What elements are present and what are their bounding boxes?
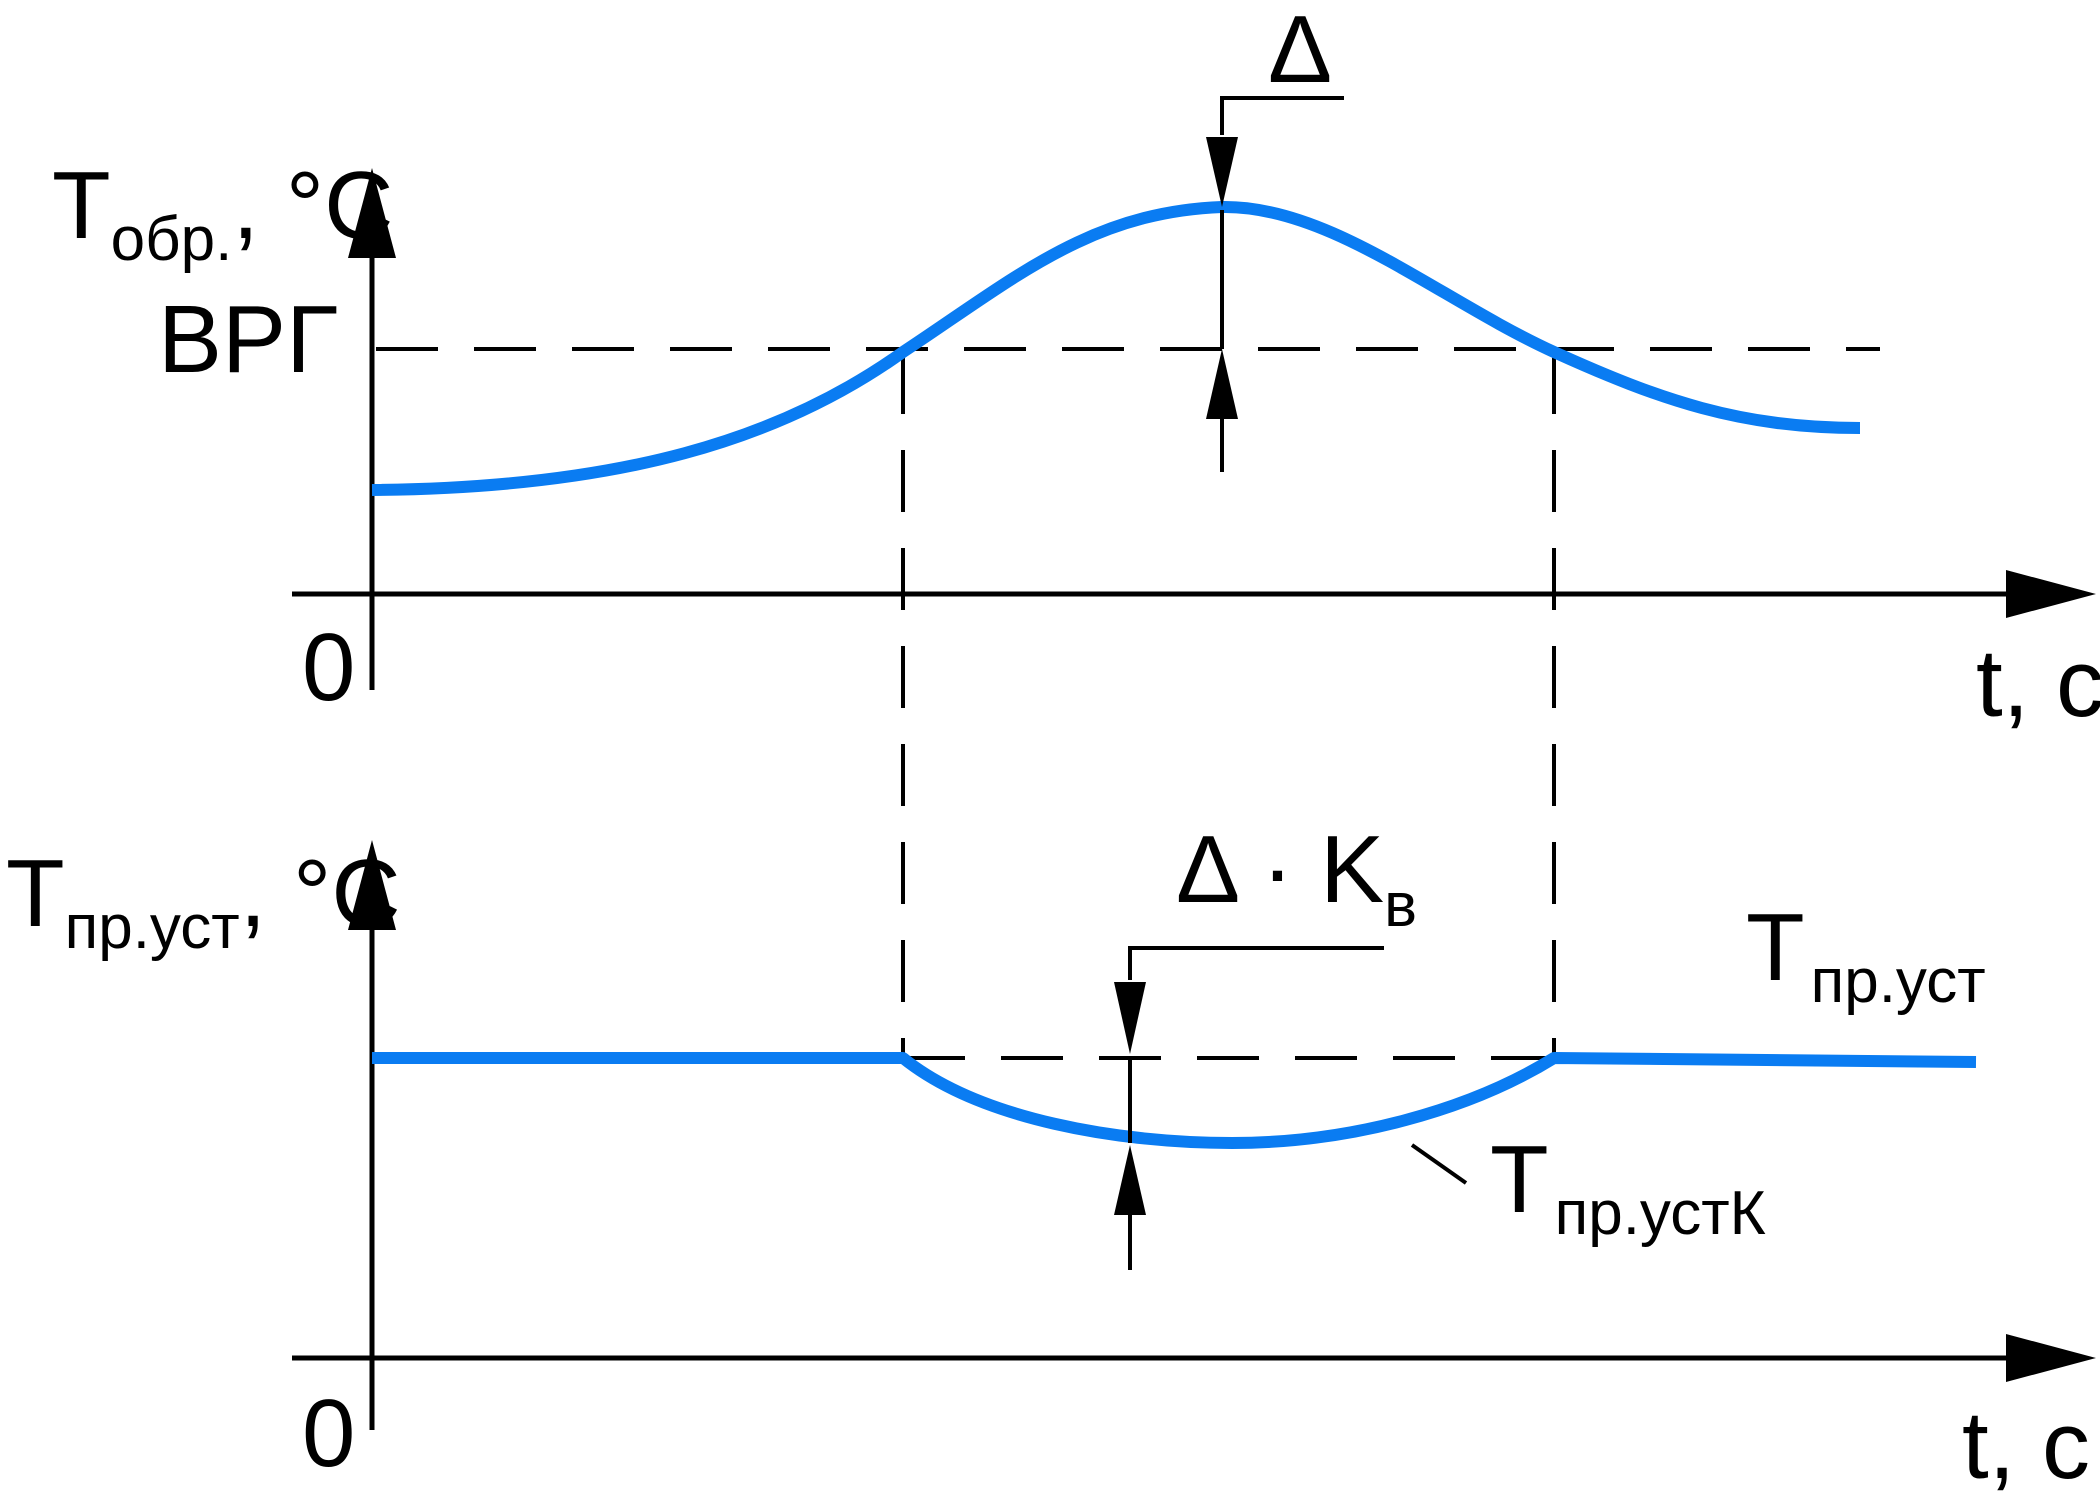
bottom-x-axis-arrow	[2006, 1334, 2096, 1382]
top-y-axis-label: Tобр., °C	[52, 152, 393, 274]
bottom-x-axis-label: t, c	[1962, 1392, 2090, 1499]
corrected-setpoint-leader	[1410, 1143, 1468, 1185]
top-y-axis-arrow	[348, 168, 396, 258]
delta-arrow-top	[1206, 137, 1238, 207]
delta-k-arrow-bottom	[1114, 1145, 1146, 1215]
top-x-axis-label: t, c	[1976, 630, 2100, 737]
delta-k-label: Δ · Kв	[1176, 816, 1417, 940]
setpoint-label: Tпр.уст	[1746, 894, 1986, 1016]
bottom-y-axis-arrow	[348, 840, 396, 930]
bottom-y-axis-label: Tпр.уст, °C	[6, 840, 401, 962]
top-origin-label: 0	[302, 614, 355, 721]
top-x-axis-arrow	[2006, 570, 2096, 618]
bottom-chart: Tпр.уст, °C Δ · Kв Tпр.уст Tпр.устК 0 t,…	[6, 816, 2096, 1499]
setpoint-curve	[372, 1052, 1977, 1149]
bottom-origin-label: 0	[302, 1380, 355, 1487]
delta-k-leader	[1128, 946, 1384, 980]
delta-arrow-bottom	[1206, 349, 1238, 419]
top-chart: Tобр., °C ВРГ Δ 0 t, c	[52, 0, 2100, 1056]
return-temperature-curve	[371, 200, 1861, 496]
corrected-setpoint-label: Tпр.устК	[1490, 1126, 1766, 1248]
delta-k-arrow-top	[1114, 982, 1146, 1054]
threshold-label: ВРГ	[158, 286, 338, 393]
delta-leader	[1220, 96, 1344, 135]
delta-label: Δ	[1268, 0, 1332, 103]
